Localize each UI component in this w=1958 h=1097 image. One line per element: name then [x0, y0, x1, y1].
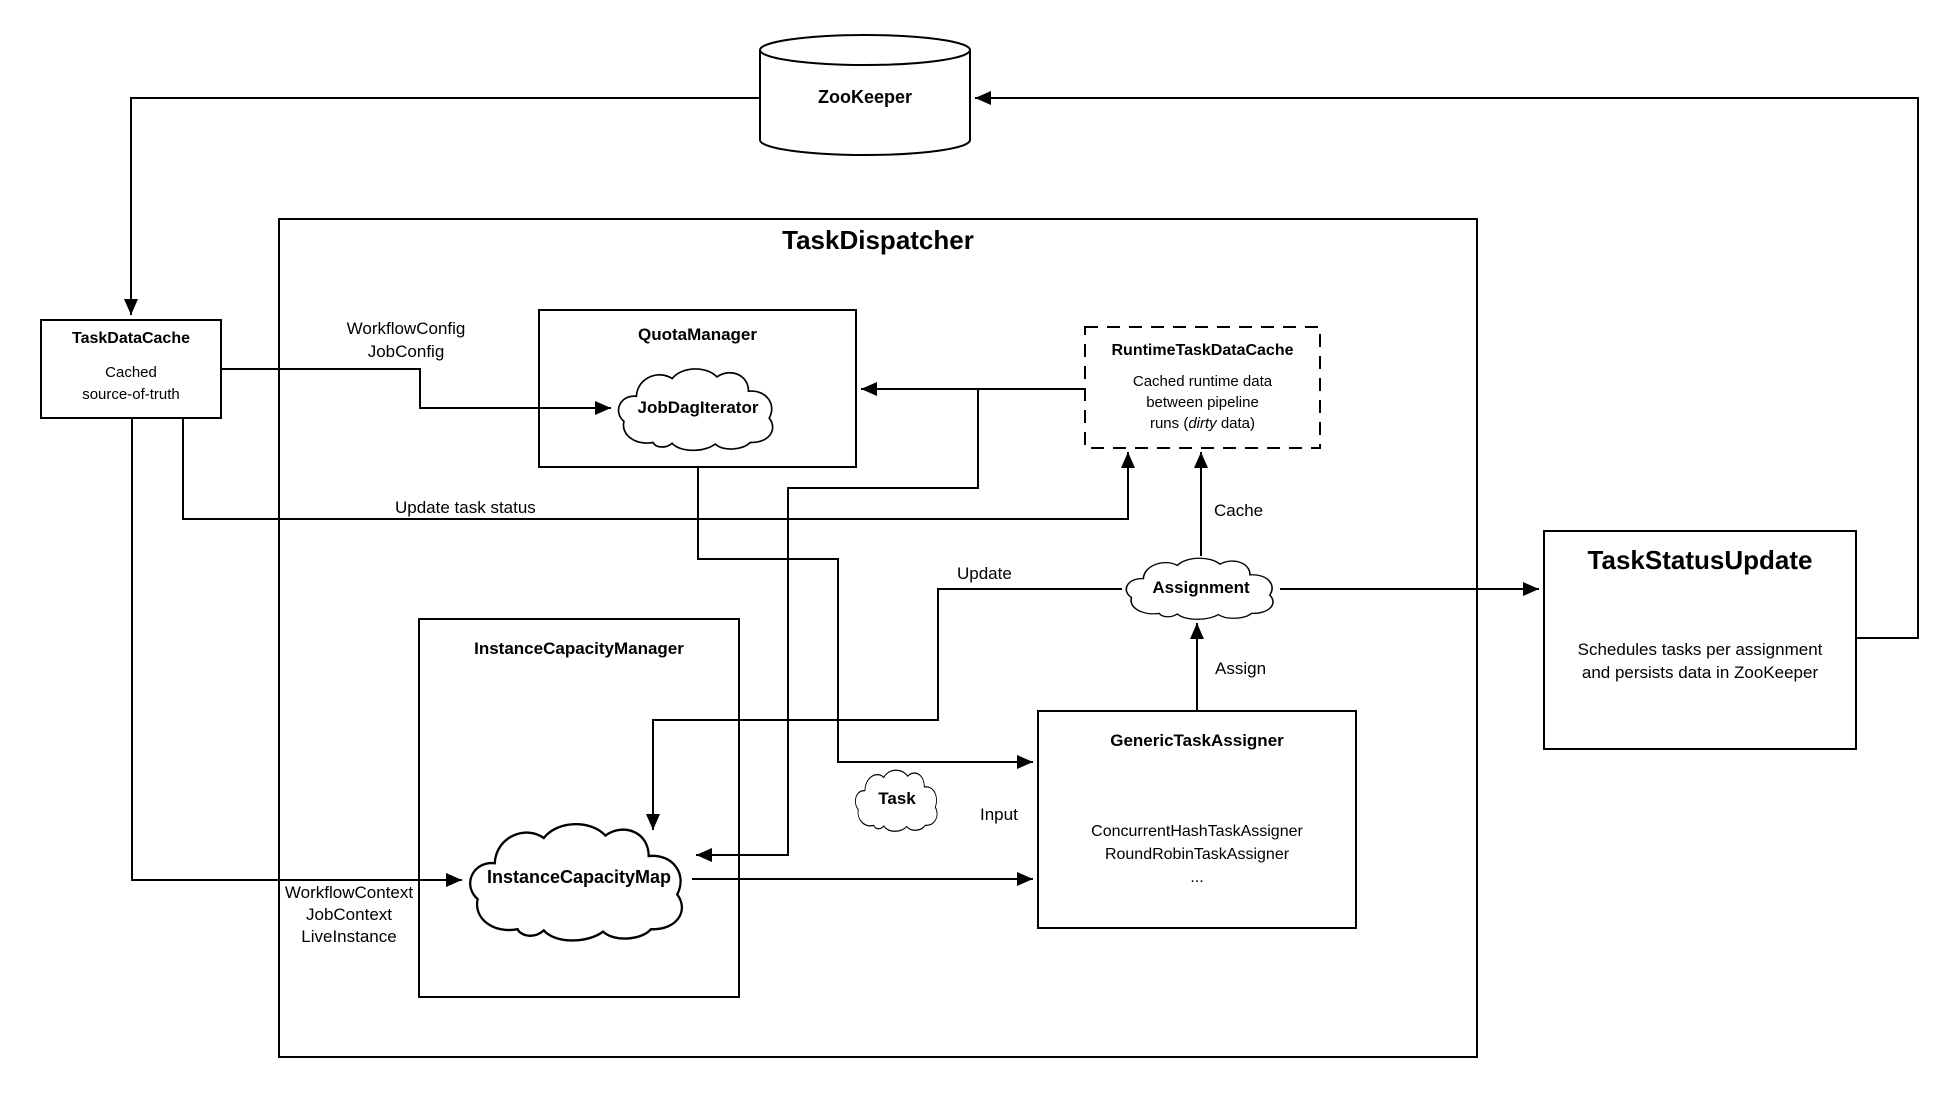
task-data-cache-title: TaskDataCache: [72, 330, 190, 347]
generic-task-assigner-title: GenericTaskAssigner: [1110, 731, 1284, 750]
generic-task-assigner-line3: ...: [1190, 869, 1204, 886]
quota-manager-title: QuotaManager: [637, 325, 758, 344]
task-status-update-line2: and persists data in ZooKeeper: [1581, 663, 1819, 682]
task-status-update-line1: Schedules tasks per assignment: [1577, 640, 1823, 659]
generic-task-assigner-line2: RoundRobinTaskAssigner: [1104, 846, 1290, 863]
task-data-cache-line2: source-of-truth: [82, 386, 180, 403]
instance-capacity-manager-box: InstanceCapacityManager: [418, 618, 740, 998]
instance-capacity-manager-title: InstanceCapacityManager: [474, 639, 684, 658]
task-data-cache-line1: Cached: [105, 364, 157, 381]
zookeeper-label: ZooKeeper: [817, 87, 913, 107]
generic-task-assigner-box: GenericTaskAssigner ConcurrentHashTaskAs…: [1037, 710, 1357, 929]
task-status-update-title: TaskStatusUpdate: [1587, 545, 1813, 575]
zookeeper-cylinder: [759, 34, 971, 156]
generic-task-assigner-line1: ConcurrentHashTaskAssigner: [1091, 823, 1303, 840]
task-data-cache-box: TaskDataCache Cached source-of-truth: [40, 319, 222, 419]
task-status-update-box: TaskStatusUpdate Schedules tasks per ass…: [1543, 530, 1857, 750]
quota-manager-box: QuotaManager: [538, 309, 857, 468]
